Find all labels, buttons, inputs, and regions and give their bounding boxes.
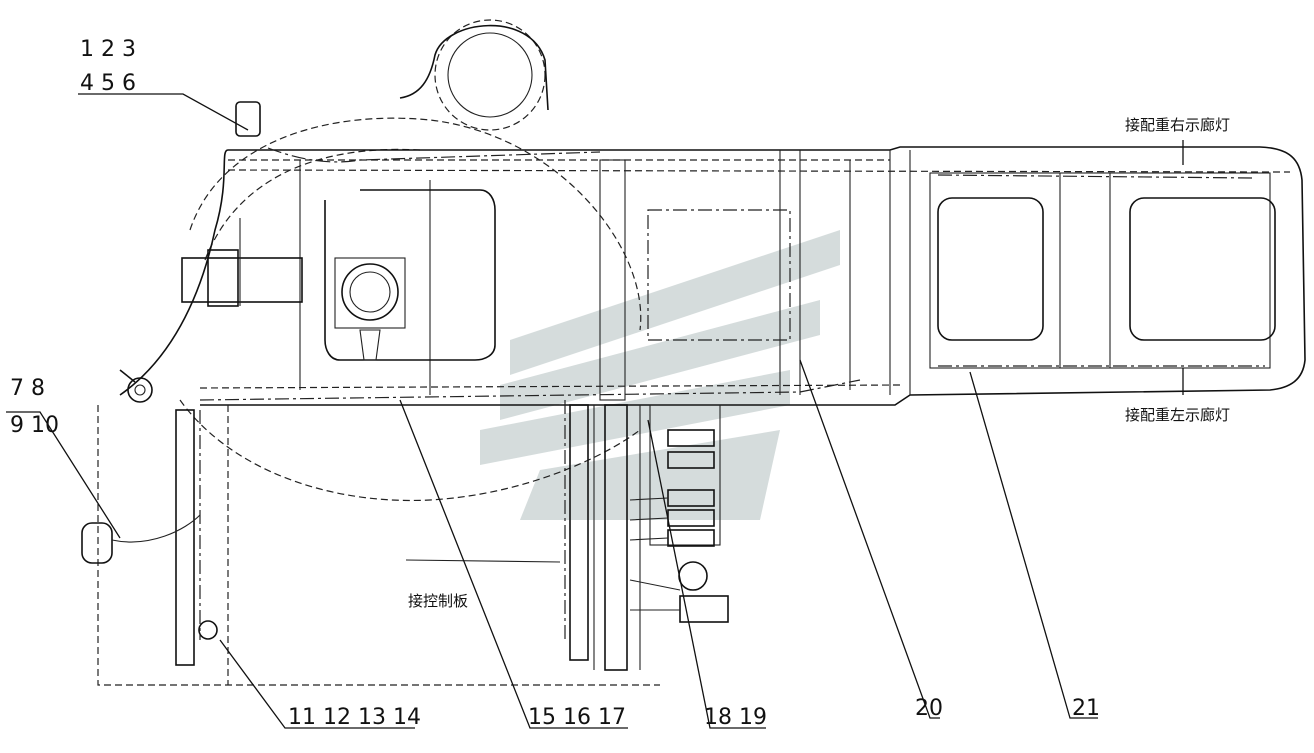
leader-lines	[6, 93, 1184, 729]
wire-harness	[199, 147, 1265, 640]
callout-11-14: 11 12 13 14	[288, 705, 421, 730]
upper-frame	[199, 101, 1306, 406]
note-control-board: 接控制板	[408, 592, 468, 610]
cab-panel	[324, 189, 496, 361]
callout-7-8: 7 8	[10, 376, 45, 401]
callout-1-2-3: 1 2 3	[80, 37, 136, 62]
callout-4-5-6: 4 5 6	[80, 71, 136, 96]
note-left-gallery-light: 接配重左示廊灯	[1125, 406, 1230, 424]
callout-9-10: 9 10	[10, 413, 59, 438]
note-right-gallery-light: 接配重右示廊灯	[1125, 116, 1230, 134]
callout-15-17: 15 16 17	[528, 705, 626, 730]
callout-20: 20	[915, 696, 943, 721]
lower-structure	[81, 404, 660, 686]
callout-18-19: 18 19	[704, 705, 767, 730]
valve-bank	[629, 404, 729, 623]
boom-pivot-bracket	[119, 218, 303, 403]
callout-21: 21	[1072, 696, 1100, 721]
